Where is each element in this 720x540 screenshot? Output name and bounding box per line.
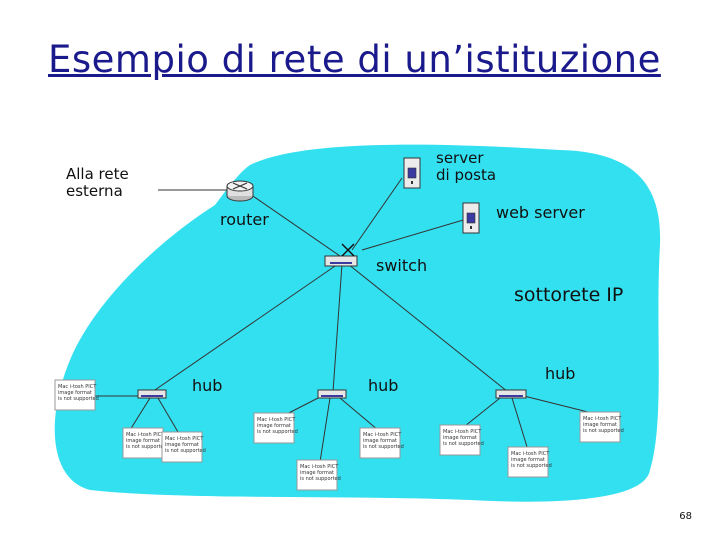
svg-text:is not supported: is not supported [165,448,206,454]
mail-server-label: server di posta [436,149,497,184]
svg-text:is not supported: is not supported [126,444,167,450]
host-placeholder: Mac i-tosh PICT image format is not supp… [122,427,167,459]
network-area [54,144,661,502]
link-switch-hub-middle [332,263,343,393]
slide-title: Esempio di rete di un’istituzione [48,38,661,81]
hub-right-icon [495,389,527,399]
host-placeholder: Mac i-tosh PICT image format is not supp… [54,379,99,411]
mail-server-icon [403,157,421,189]
svg-text:image format: image format [257,423,291,429]
link-mailserver-switch [351,177,403,251]
web-server-label: web server [496,203,585,222]
svg-text:Mac i-tosh PICT: Mac i-tosh PICT [511,451,550,457]
svg-text:image format: image format [58,390,92,396]
svg-text:image format: image format [443,435,477,441]
host-placeholder: Mac i-tosh PICT image format is not supp… [359,427,404,459]
svg-text:image format: image format [165,442,199,448]
svg-text:image format: image format [511,457,545,463]
svg-text:image format: image format [583,422,617,428]
hub-left-label: hub [192,376,223,395]
svg-text:Mac i-tosh PICT: Mac i-tosh PICT [443,429,482,435]
svg-text:image format: image format [126,438,160,444]
svg-text:image format: image format [363,438,397,444]
svg-text:Mac i-tosh PICT: Mac i-tosh PICT [126,432,165,438]
subnet-label: sottorete IP [514,284,624,306]
svg-text:is not supported: is not supported [363,444,404,450]
host-placeholder: Mac i-tosh PICT image format is not supp… [296,459,341,491]
web-server-icon [462,202,480,234]
svg-text:Mac i-tosh PICT: Mac i-tosh PICT [300,464,339,470]
svg-text:is not supported: is not supported [58,396,99,402]
hub-right-label: hub [545,364,576,383]
host-placeholder: Mac i-tosh PICT image format is not supp… [161,431,206,463]
switch-label: switch [376,256,428,275]
svg-text:is not supported: is not supported [257,429,298,435]
external-network-label: Alla rete esterna [66,165,129,200]
svg-text:is not supported: is not supported [300,476,341,482]
router-icon [226,180,254,202]
svg-text:Mac i-tosh PICT: Mac i-tosh PICT [165,436,204,442]
switch-icon [324,243,358,267]
svg-text:is not supported: is not supported [443,441,484,447]
page-number: 68 [679,511,692,522]
hub-middle-icon [317,389,347,399]
svg-text:Mac i-tosh PICT: Mac i-tosh PICT [257,417,296,423]
host-placeholder: Mac i-tosh PICT image format is not supp… [579,411,624,443]
host-placeholder: Mac i-tosh PICT image format is not supp… [439,424,484,456]
host-placeholder: Mac i-tosh PICT image format is not supp… [507,446,552,478]
hub-left-icon [137,389,167,399]
svg-text:Mac i-tosh PICT: Mac i-tosh PICT [583,416,622,422]
host-placeholder: Mac i-tosh PICT image format is not supp… [253,412,298,444]
svg-text:image format: image format [300,470,334,476]
links [90,177,601,463]
router-label: router [220,210,269,229]
svg-text:is not supported: is not supported [583,428,624,434]
link-webserver-switch [361,217,471,251]
hub-middle-label: hub [368,376,399,395]
svg-text:is not supported: is not supported [511,463,552,469]
link-switch-hub-right [347,263,509,393]
host-text: Mac i-tosh PICT [58,384,97,390]
svg-text:Mac i-tosh PICT: Mac i-tosh PICT [363,432,402,438]
link-router-switch [249,193,341,257]
link-switch-hub-left [151,263,339,393]
